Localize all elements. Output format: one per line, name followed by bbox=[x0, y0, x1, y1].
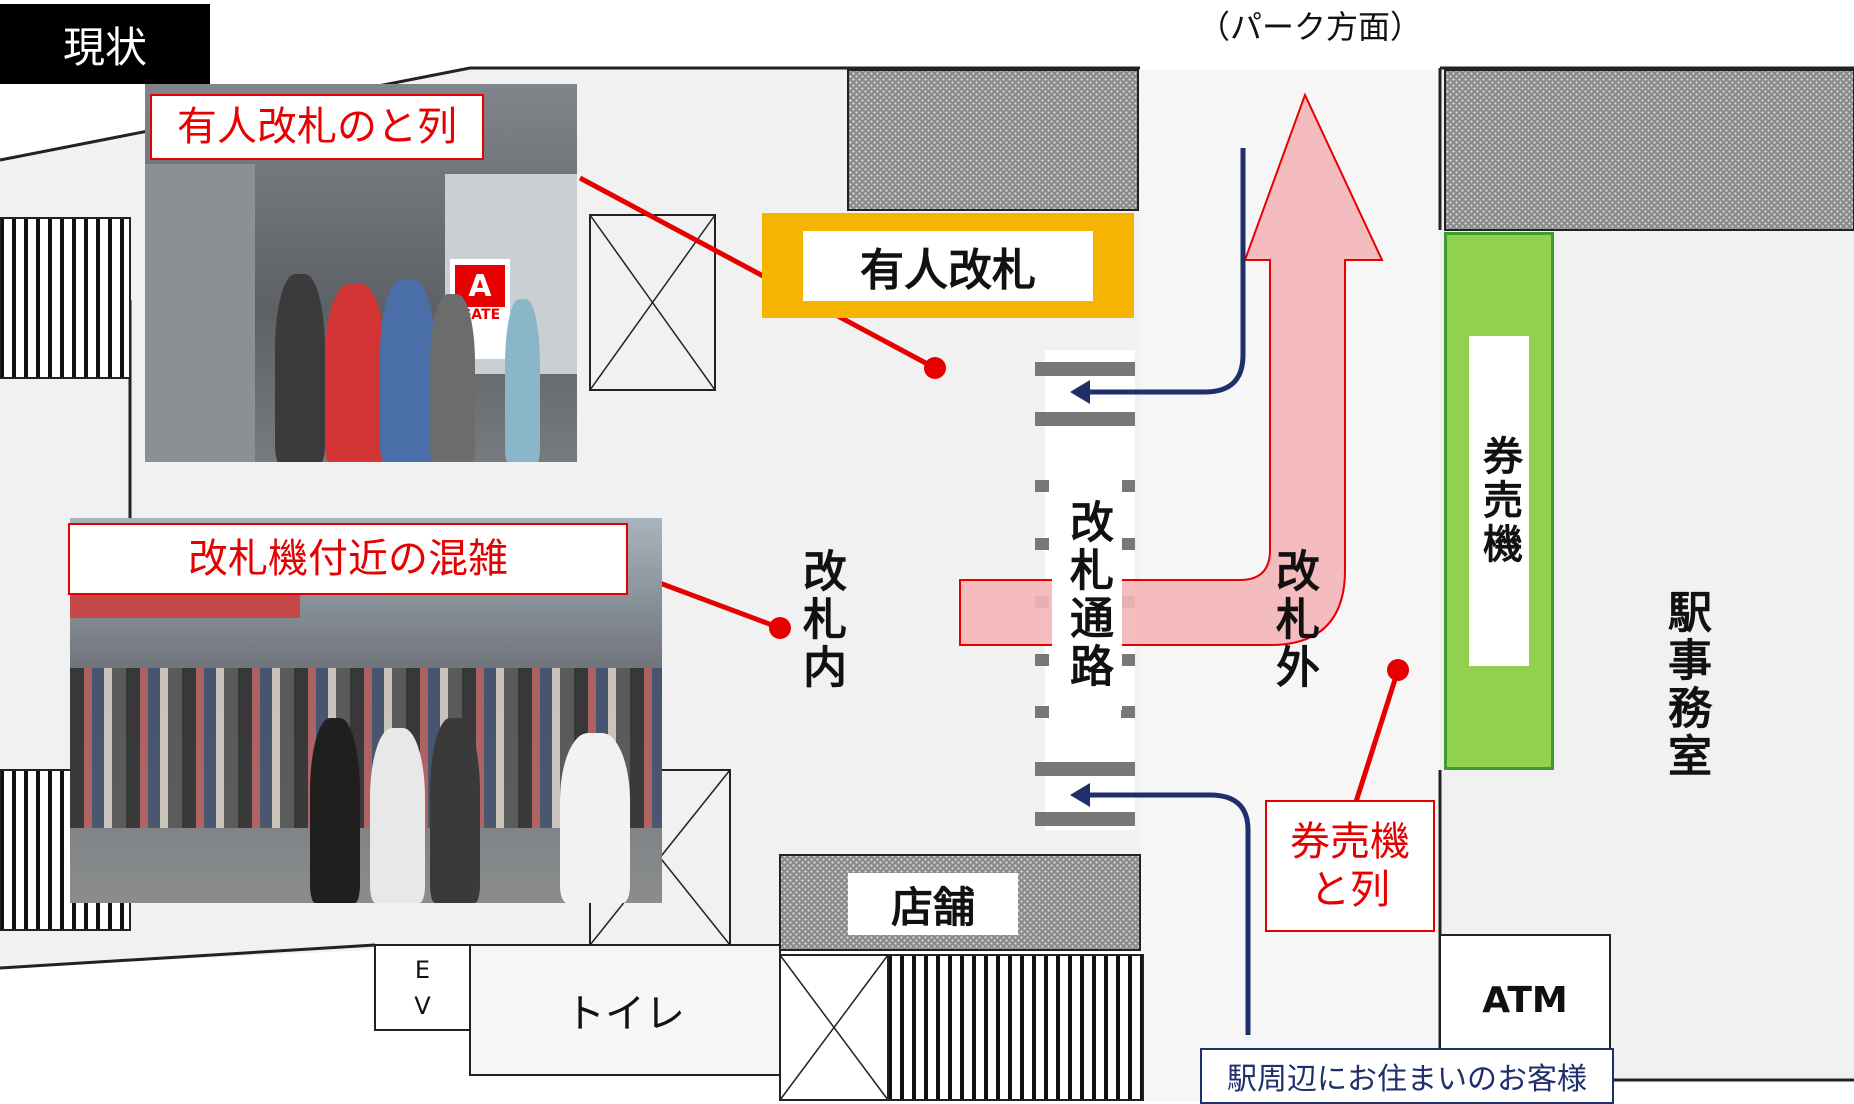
staffed-gate-label: 有人改札 bbox=[803, 230, 1093, 301]
callout-ticket-machine-queue: 券売機 と列 bbox=[1265, 800, 1435, 932]
gate-outside-label: 改札外 bbox=[1268, 548, 1319, 692]
leader-staffed-gate bbox=[578, 175, 937, 371]
gate-passage-label: 改札通路 bbox=[1052, 480, 1122, 710]
ticket-machine-zone: 券売機 bbox=[1444, 232, 1554, 770]
gate-inside-label: 改札内 bbox=[795, 548, 846, 692]
ticket-machine-label: 券売機 bbox=[1469, 336, 1529, 666]
callout-ticket-machine-queue-line2: と列 bbox=[1310, 867, 1390, 913]
status-tag: 現状 bbox=[0, 4, 210, 84]
elevator-label: E V bbox=[414, 956, 431, 1020]
station-office-label: 駅事務室 bbox=[1660, 589, 1711, 781]
staffed-gate-zone: 有人改札 bbox=[762, 213, 1134, 318]
atm-label: ATM bbox=[1482, 979, 1568, 1021]
toilet-label: トイレ bbox=[565, 991, 685, 1037]
callout-gate-congestion: 改札機付近の混雑 bbox=[68, 523, 628, 595]
shop-label: 店舗 bbox=[848, 873, 1018, 935]
callout-ticket-machine-queue-line1: 券売機 bbox=[1290, 819, 1410, 865]
resident-arrow-top bbox=[1075, 148, 1246, 395]
callout-local-residents: 駅周辺にお住まいのお客様 bbox=[1200, 1048, 1614, 1104]
resident-arrow-bottom bbox=[1075, 792, 1251, 1035]
flow-arrow bbox=[959, 92, 1384, 646]
photo-staffed-gate-queue: A GATE bbox=[145, 84, 577, 462]
leader-ticket-queue bbox=[1352, 669, 1401, 806]
gate-sign-letter: A bbox=[455, 265, 505, 307]
direction-label: （パーク方面） bbox=[1197, 8, 1422, 46]
callout-staffed-gate-queue: 有人改札のと列 bbox=[150, 94, 484, 160]
ticket-gate-bars bbox=[1035, 362, 1135, 826]
